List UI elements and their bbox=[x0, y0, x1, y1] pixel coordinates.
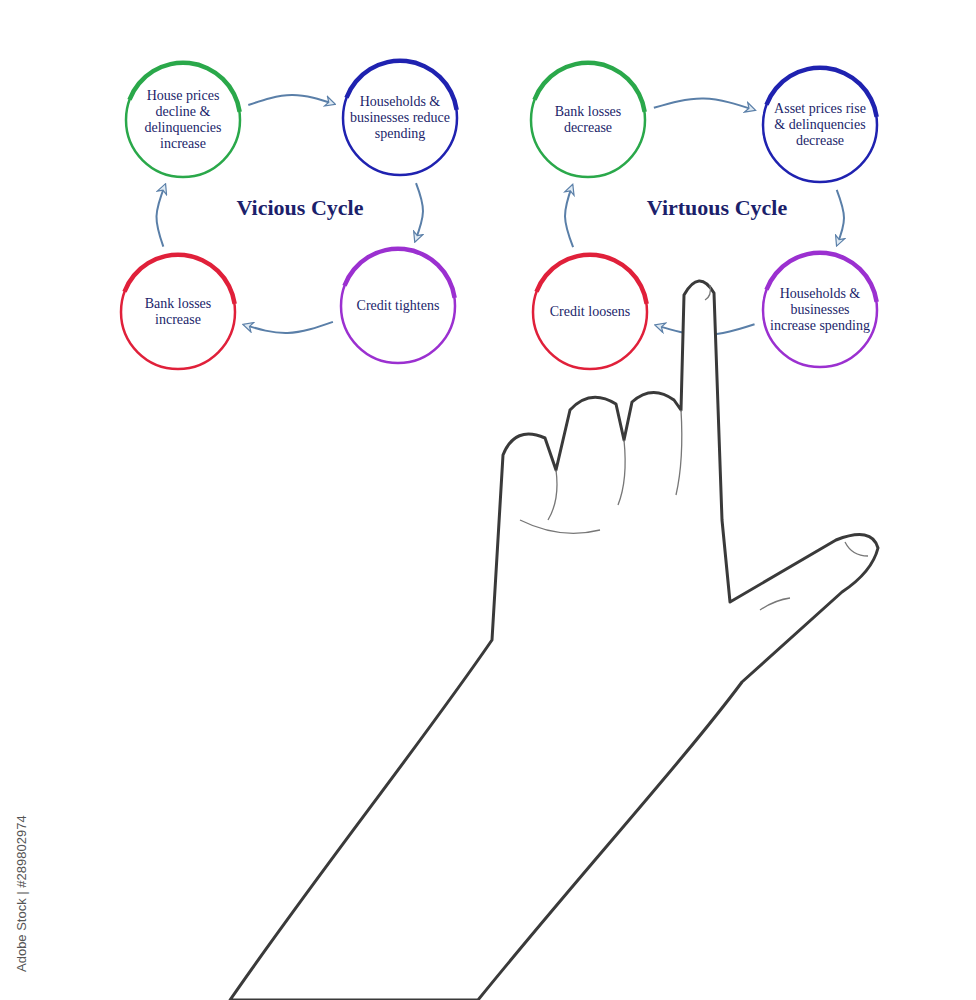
hand-creases bbox=[520, 285, 868, 610]
circle-body: Asset prices rise & delinquencies decrea… bbox=[761, 66, 879, 184]
cycle-arrow bbox=[654, 98, 755, 110]
cycle-circle: Credit tightens bbox=[339, 247, 457, 365]
circle-body: Households & businesses increase spendin… bbox=[761, 251, 879, 369]
cycle-arrow bbox=[565, 185, 573, 247]
cycle-arrow bbox=[156, 185, 165, 247]
cycle-title: Virtuous Cycle bbox=[647, 195, 787, 221]
cycle-circle: Credit loosens bbox=[531, 253, 649, 371]
cycle-step-text: Households & businesses reduce spending bbox=[350, 94, 450, 142]
cycle-circle: House prices decline & delinquencies inc… bbox=[124, 61, 242, 179]
cycle-step-text: Asset prices rise & delinquencies decrea… bbox=[770, 101, 870, 149]
cycle-circle: Bank losses increase bbox=[119, 253, 237, 371]
cycle-step-text: Bank losses increase bbox=[128, 296, 228, 328]
cycle-arrow bbox=[415, 183, 423, 241]
cycle-step-text: Credit tightens bbox=[348, 298, 448, 314]
circle-body: Bank losses increase bbox=[119, 253, 237, 371]
circle-body: Credit tightens bbox=[339, 247, 457, 365]
cycle-step-text: Households & businesses increase spendin… bbox=[770, 286, 870, 334]
cycle-circle: Households & businesses increase spendin… bbox=[761, 251, 879, 369]
cycle-title: Vicious Cycle bbox=[237, 195, 364, 221]
hand-outline bbox=[230, 281, 878, 1000]
watermark: Adobe Stock | #289802974 bbox=[14, 815, 29, 972]
cycle-circle: Bank losses decrease bbox=[529, 61, 647, 179]
cycle-step-text: Bank losses decrease bbox=[538, 104, 638, 136]
cycle-circle: Households & businesses reduce spending bbox=[341, 59, 459, 177]
circle-body: Bank losses decrease bbox=[529, 61, 647, 179]
cycle-arrow bbox=[244, 322, 333, 333]
cycle-circle: Asset prices rise & delinquencies decrea… bbox=[761, 66, 879, 184]
circle-body: House prices decline & delinquencies inc… bbox=[124, 61, 242, 179]
circle-body: Households & businesses reduce spending bbox=[341, 59, 459, 177]
cycle-step-text: Credit loosens bbox=[540, 304, 640, 320]
cycle-arrow bbox=[248, 95, 334, 105]
circle-body: Credit loosens bbox=[531, 253, 649, 371]
cycle-step-text: House prices decline & delinquencies inc… bbox=[133, 88, 233, 152]
cycle-arrow bbox=[837, 190, 844, 245]
